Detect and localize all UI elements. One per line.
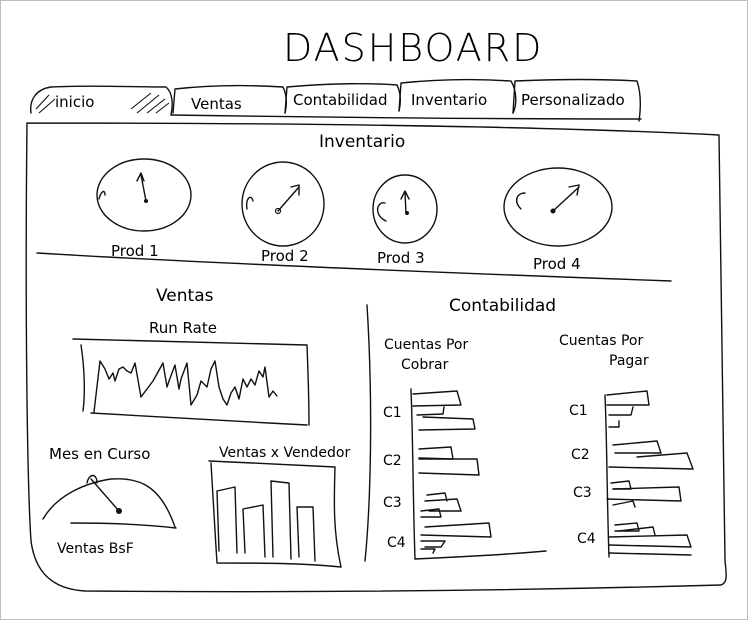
gauge-label: Prod 2	[261, 247, 309, 265]
axis-label: C3	[383, 495, 402, 511]
inventario-section: Inventario Prod 1 Prod 2 Prod 3	[36, 132, 672, 282]
tab-label: inicio	[55, 93, 94, 111]
page-title: DASHBOARD	[283, 26, 543, 70]
tab-label: Ventas	[191, 95, 242, 113]
gauge-label: Ventas BsF	[57, 541, 134, 557]
tab-personalizado[interactable]: Personalizado	[512, 78, 642, 122]
section-divider	[36, 252, 672, 282]
section-title: Contabilidad	[449, 296, 556, 316]
chart-title: Cuentas Por	[559, 333, 643, 349]
contabilidad-section: Contabilidad Cuentas Por Cobrar C1 C2 C3…	[383, 296, 694, 560]
axis-label: C4	[577, 531, 596, 547]
tab-inicio[interactable]: inicio	[30, 85, 173, 116]
tab-label: Contabilidad	[293, 91, 388, 109]
chart-title: Run Rate	[149, 319, 217, 337]
section-title: Inventario	[319, 132, 405, 152]
axis-label: C2	[383, 453, 402, 469]
ventas-section: Ventas Run Rate Mes en Curso Ventas BsF …	[42, 286, 350, 568]
tab-ventas[interactable]: Ventas	[172, 85, 288, 114]
tab-label: Inventario	[411, 91, 487, 109]
gauge-label: Prod 1	[111, 242, 159, 260]
chart-title: Ventas x Vendedor	[219, 445, 350, 461]
main-panel	[25, 122, 727, 593]
tab-bar: inicio Ventas Contabilidad Inventario Pe…	[30, 78, 642, 122]
gauge-prod-4[interactable]: Prod 4	[503, 167, 613, 273]
dashboard-title: DASHBOARD	[283, 26, 543, 70]
chart-title: Mes en Curso	[49, 445, 150, 463]
tab-inventario[interactable]: Inventario	[398, 79, 517, 114]
axis-label: C2	[571, 447, 590, 463]
axis-label: C1	[569, 403, 588, 419]
cuentas-por-cobrar-chart[interactable]: C1 C2 C3 C4	[383, 388, 547, 560]
ventas-x-vendedor-chart[interactable]	[208, 460, 342, 568]
mes-en-curso-gauge[interactable]: Ventas BsF	[42, 474, 177, 558]
axis-label: C4	[387, 535, 406, 551]
gauge-prod-1[interactable]: Prod 1	[96, 158, 192, 260]
gauge-label: Prod 4	[533, 255, 581, 273]
gauge-prod-3[interactable]: Prod 3	[372, 174, 438, 267]
cuentas-por-pagar-chart[interactable]: C1 C2 C3 C4	[569, 390, 694, 558]
chart-title: Cobrar	[401, 357, 449, 373]
axis-label: C3	[573, 485, 592, 501]
section-divider	[364, 304, 372, 562]
chart-title: Cuentas Por	[384, 337, 468, 353]
tab-label: Personalizado	[521, 91, 625, 109]
chart-title: Pagar	[609, 353, 649, 369]
run-rate-chart[interactable]	[72, 338, 310, 426]
section-title: Ventas	[156, 286, 214, 306]
gauge-label: Prod 3	[377, 249, 425, 267]
tab-contabilidad[interactable]: Contabilidad	[284, 83, 402, 114]
gauge-prod-2[interactable]: Prod 2	[241, 161, 325, 265]
axis-label: C1	[383, 405, 402, 421]
